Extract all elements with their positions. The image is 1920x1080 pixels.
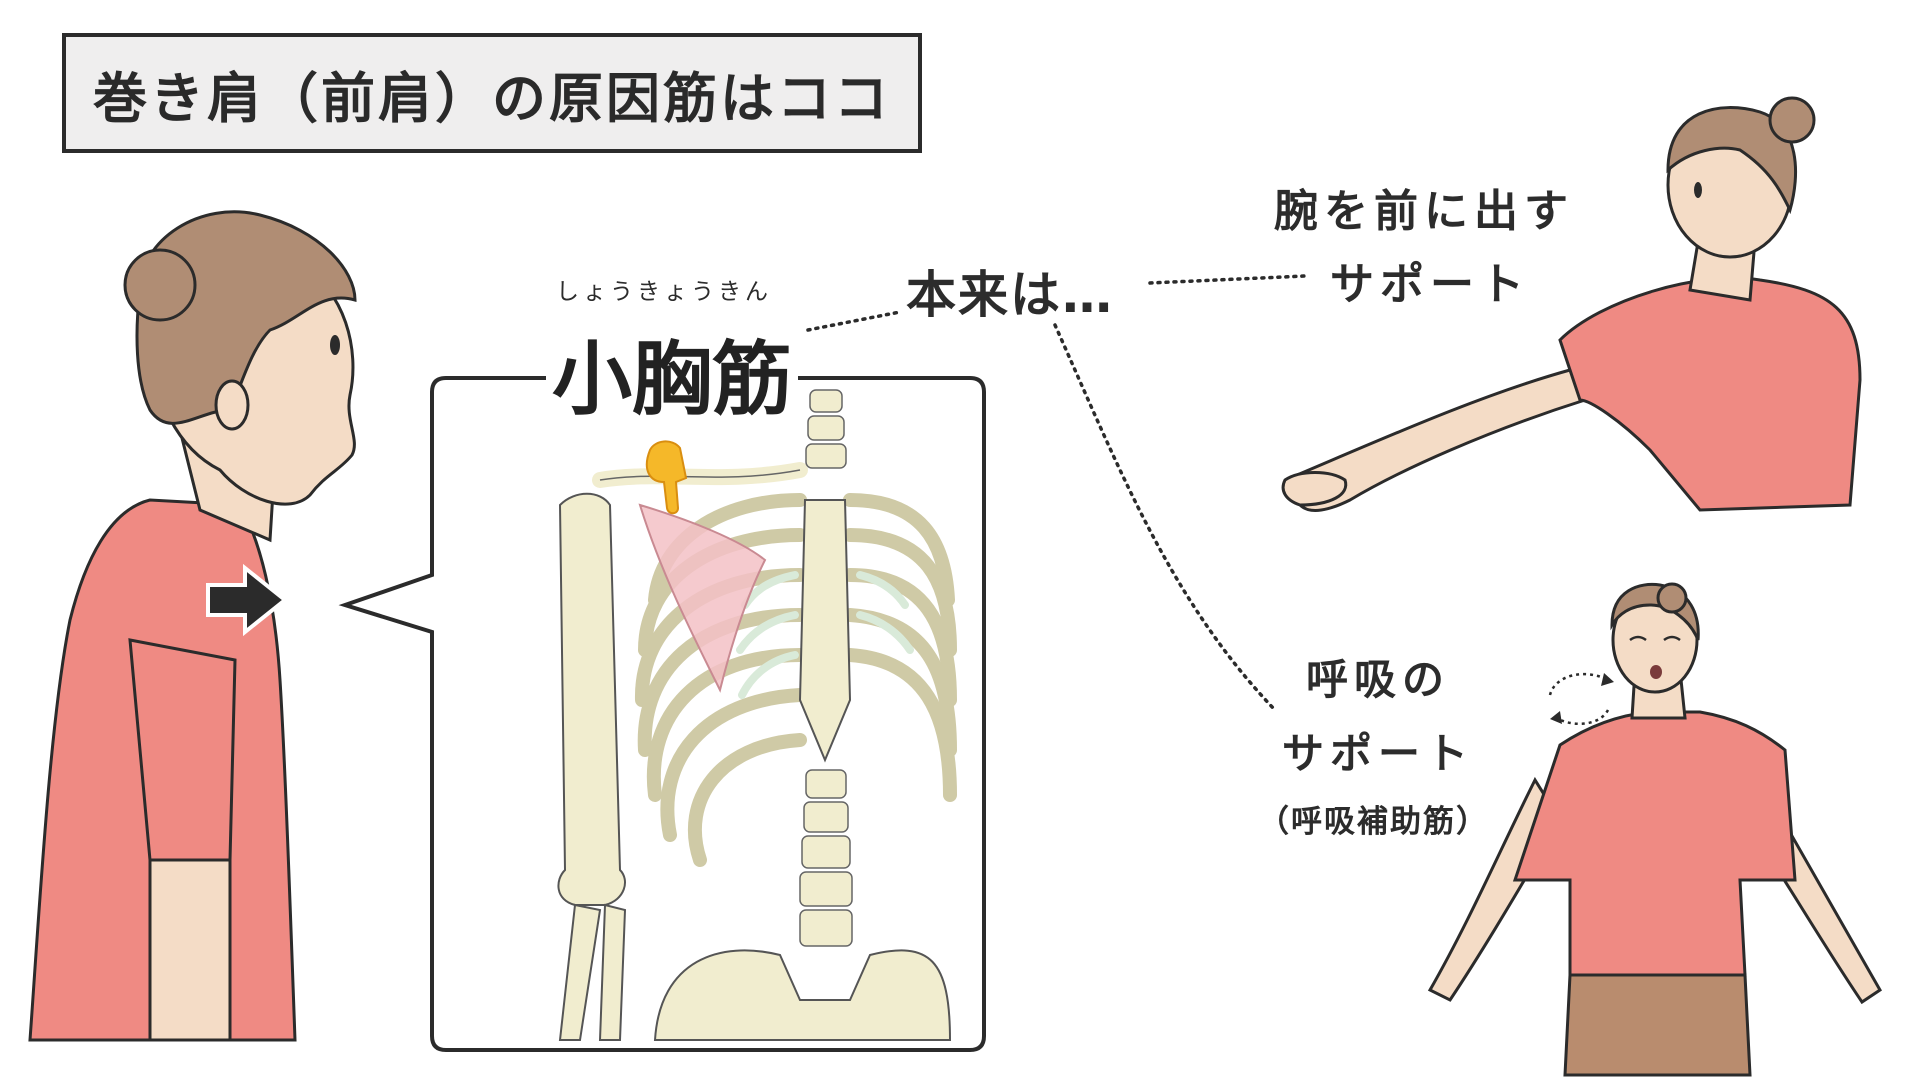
breath-support-line2: サポート: [1282, 729, 1475, 778]
arm-support-line2: サポート: [1330, 259, 1530, 310]
breathing-woman: [1427, 582, 1882, 1077]
breath-support-line3: （呼吸補助筋）: [1258, 804, 1489, 840]
dotted-connectors: [806, 274, 1307, 712]
arm-forward-woman: [1281, 96, 1862, 512]
connector-label: 本来は…: [906, 266, 1114, 324]
page-title: 巻き肩（前肩）の原因筋はココ: [93, 66, 891, 130]
arm-support-line1: 腕を前に出す: [1274, 186, 1574, 237]
muscle-furigana: しょうきょうきん: [556, 279, 772, 305]
profile-woman: [28, 210, 357, 1042]
pointing-hand-icon: [645, 440, 688, 515]
arrow-right-icon: [206, 563, 289, 637]
title-box: 巻き肩（前肩）の原因筋はココ: [62, 33, 922, 153]
muscle-name: 小胸筋: [546, 315, 798, 431]
breath-support-line1: 呼吸の: [1306, 655, 1451, 704]
skeleton-illustration: [557, 389, 957, 1041]
pectoralis-minor-muscle: [638, 503, 767, 693]
